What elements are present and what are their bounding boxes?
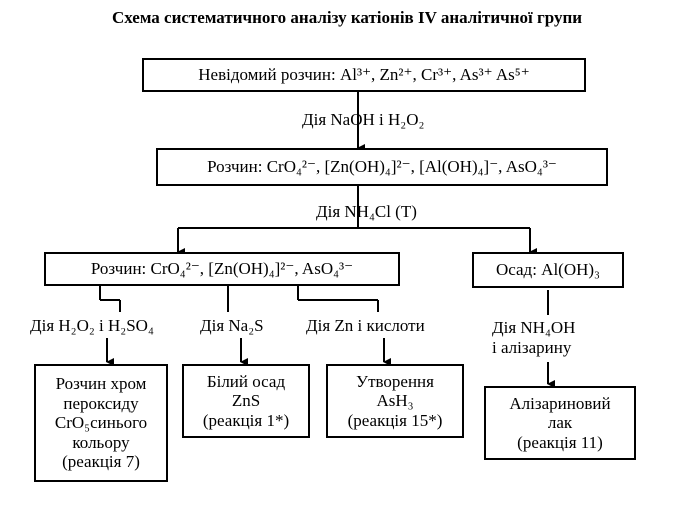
result-cr-line5: (реакція 7) bbox=[62, 452, 140, 472]
branch-label-cr: Дія H₂O₂ і H₂SO₄ bbox=[30, 316, 154, 335]
result-as-line3: (реакція 15*) bbox=[347, 410, 443, 430]
branch-label-al-line2: і алізарину bbox=[492, 338, 572, 358]
branch-label-al: Дія NH₄OH і алізарину bbox=[492, 318, 575, 359]
result-as-line2: AsH₃ bbox=[376, 391, 414, 411]
result-as-box: Утворення AsH₃ (реакція 15*) bbox=[326, 364, 464, 438]
branch-label-al-line1: Дія NH₄OH bbox=[492, 318, 576, 337]
result-as-line1: Утворення bbox=[356, 371, 434, 391]
solution1-text: Розчин: CrO₄²⁻, [Zn(OH)₄]²⁻, [Al(OH)₄]⁻,… bbox=[207, 157, 557, 177]
result-zn-box: Білий осад ZnS (реакція 1*) bbox=[182, 364, 310, 438]
result-cr-line3: CrO₅синього bbox=[54, 413, 148, 433]
result-cr-line2: пероксиду bbox=[63, 393, 139, 413]
precipitate-text: Осад: Al(OH)₃ bbox=[495, 260, 600, 280]
result-cr-line1: Розчин хром bbox=[55, 374, 147, 394]
result-zn-line1: Білий осад bbox=[206, 371, 286, 391]
result-zn-line3: (реакція 1*) bbox=[202, 410, 290, 430]
result-al-line3: (реакція 11) bbox=[517, 432, 603, 452]
step1-label: Дія NaOH і H₂O₂ bbox=[302, 110, 425, 129]
precipitate-box: Осад: Al(OH)₃ bbox=[472, 252, 624, 288]
result-al-line2: лак bbox=[547, 413, 573, 433]
branch-label-as: Дія Zn і кислоти bbox=[306, 316, 425, 335]
result-al-box: Алізариновий лак (реакція 11) bbox=[484, 386, 636, 460]
diagram-title: Схема систематичного аналізу катіонів IV… bbox=[111, 8, 583, 27]
solution1-box: Розчин: CrO₄²⁻, [Zn(OH)₄]²⁻, [Al(OH)₄]⁻,… bbox=[156, 148, 608, 186]
unknown-solution-text: Невідомий розчин: Al³⁺, Zn²⁺, Cr³⁺, As³⁺… bbox=[198, 65, 530, 85]
solution2-box: Розчин: CrO₄²⁻, [Zn(OH)₄]²⁻, AsO₄³⁻ bbox=[44, 252, 400, 286]
result-cr-box: Розчин хром пероксиду CrO₅синього кольор… bbox=[34, 364, 168, 482]
result-zn-line2: ZnS bbox=[231, 391, 261, 411]
branch-label-zn: Дія Na₂S bbox=[200, 316, 264, 335]
solution2-text: Розчин: CrO₄²⁻, [Zn(OH)₄]²⁻, AsO₄³⁻ bbox=[90, 259, 354, 279]
result-al-line1: Алізариновий bbox=[509, 393, 611, 413]
result-cr-line4: кольору bbox=[72, 432, 130, 452]
step2-label: Дія NH₄Cl (T) bbox=[316, 202, 417, 221]
unknown-solution-box: Невідомий розчин: Al³⁺, Zn²⁺, Cr³⁺, As³⁺… bbox=[142, 58, 586, 92]
